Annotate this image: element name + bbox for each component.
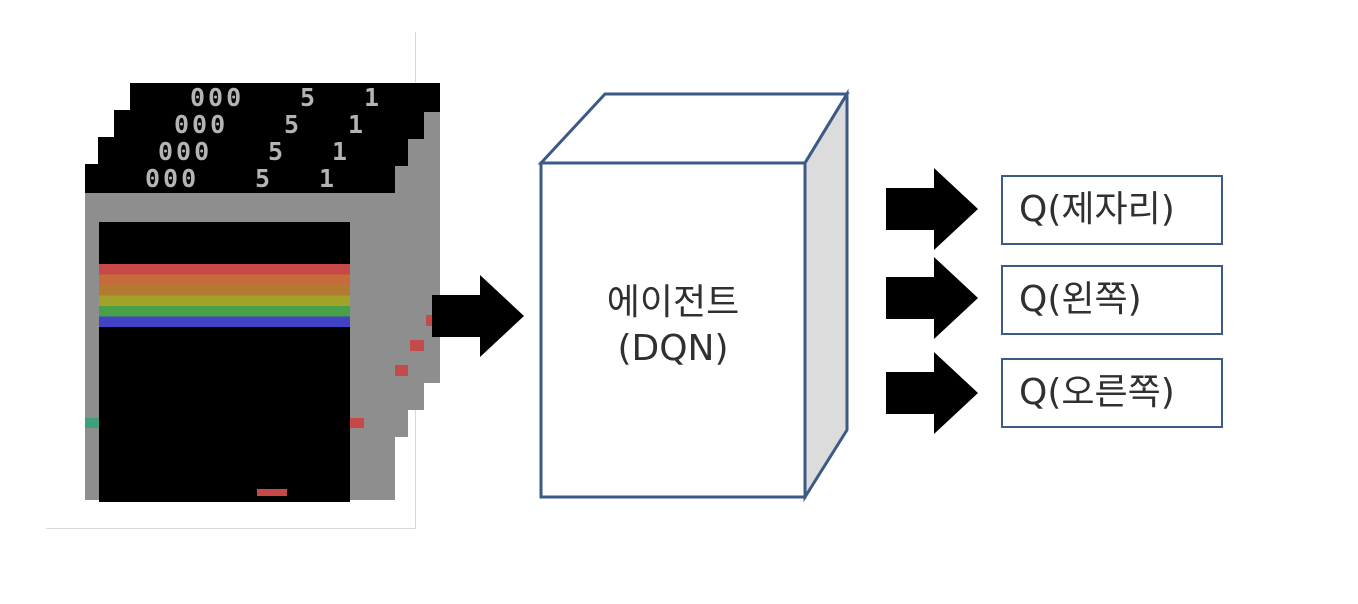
edge-brick-mark xyxy=(394,365,408,376)
game-frame: 000 5 1 xyxy=(85,164,395,502)
output-arrow-icon xyxy=(886,168,978,250)
score-bar: 000 5 1 xyxy=(114,110,424,139)
agent-label: 에이전트 (DQN) xyxy=(540,280,806,372)
lives-value: 5 xyxy=(255,164,271,193)
agent-model: (DQN) xyxy=(617,328,729,369)
score-bar: 000 5 1 xyxy=(85,164,395,193)
brick-rows xyxy=(99,264,350,327)
score-value: 000 xyxy=(174,110,229,139)
input-arrow-icon xyxy=(432,275,524,357)
lives-value: 5 xyxy=(268,137,284,166)
score-bar: 000 5 1 xyxy=(98,137,408,166)
level-value: 1 xyxy=(364,83,380,112)
level-value: 1 xyxy=(348,110,364,139)
agent-name: 에이전트 xyxy=(606,282,740,323)
level-value: 1 xyxy=(319,164,335,193)
q-output-stay: Q(제자리) xyxy=(1001,175,1223,245)
score-value: 000 xyxy=(145,164,200,193)
score-bar: 000 5 1 xyxy=(130,83,440,112)
output-arrow-icon xyxy=(886,352,978,434)
left-wall-mark xyxy=(85,418,99,428)
game-screen xyxy=(99,222,350,502)
output-arrow-icon xyxy=(886,257,978,339)
edge-brick-mark xyxy=(410,340,424,351)
q-output-right: Q(오른쪽) xyxy=(1001,358,1223,428)
score-value: 000 xyxy=(190,83,245,112)
lives-value: 5 xyxy=(300,83,316,112)
score-value: 000 xyxy=(158,137,213,166)
lives-value: 5 xyxy=(284,110,300,139)
right-wall-mark xyxy=(350,418,364,428)
q-output-left: Q(왼쪽) xyxy=(1001,265,1223,335)
level-value: 1 xyxy=(332,137,348,166)
paddle xyxy=(257,489,287,496)
